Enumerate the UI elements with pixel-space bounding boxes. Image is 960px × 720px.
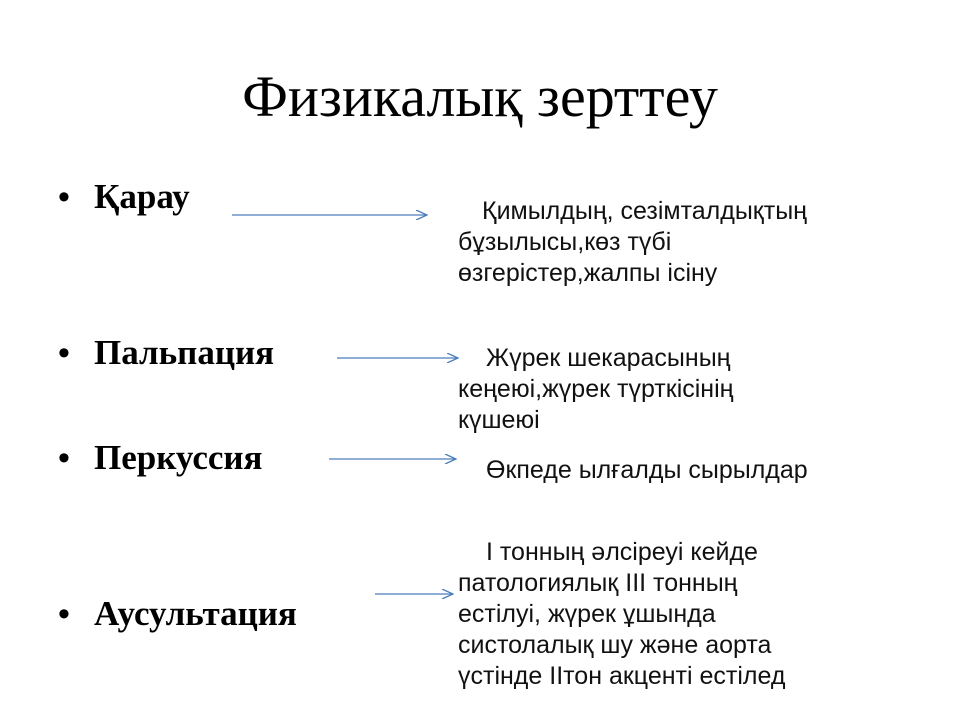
bullet-item-perkussiya: • Перкуссия [58, 437, 263, 479]
bullet-dot-icon: • [58, 178, 70, 216]
bullet-dot-icon: • [58, 595, 70, 633]
description-line: кеңеюі,жүрек түрткісінің [458, 375, 734, 403]
description-line: Өкпеде ылғалды сырылдар [486, 456, 808, 484]
bullet-term: Перкуссия [94, 438, 263, 477]
description-line: I тонның әлсіреуі кейде [486, 538, 758, 566]
description-line: патологиялық III тонның [458, 569, 738, 597]
description-line: бұзылысы,көз түбі [458, 228, 672, 256]
description-line: систолалық шу және аорта [458, 631, 772, 659]
description-line: өзгерістер,жалпы ісіну [458, 259, 718, 287]
bullet-term: Аусультация [94, 594, 297, 633]
description-line: күшеюі [458, 406, 540, 434]
description-palpatsiya: Жүрек шекарасының кеңеюі,жүрек түрткісін… [458, 343, 733, 436]
bullet-item-palpatsiya: • Пальпация [58, 332, 274, 374]
bullet-term: Пальпация [94, 333, 275, 372]
bullet-dot-icon: • [58, 439, 70, 477]
description-karau: Қимылдың, сезімталдықтың бұзылысы,көз тү… [458, 196, 807, 289]
description-ausultatsiya: I тонның әлсіреуі кейде патологиялық III… [458, 537, 785, 692]
description-line: естілуі, жүрек ұшында [458, 600, 716, 628]
description-line: үстінде IIтон акценті естілед [458, 662, 786, 690]
description-perkussiya: Өкпеде ылғалды сырылдар [458, 455, 808, 486]
bullet-dot-icon: • [58, 334, 70, 372]
description-line: Қимылдың, сезімталдықтың [482, 197, 807, 225]
bullet-term: Қарау [94, 177, 190, 216]
slide-title: Физикалық зерттеу [242, 64, 718, 129]
bullet-item-ausultatsiya: • Аусультация [58, 593, 297, 635]
bullet-item-karau: • Қарау [58, 176, 190, 218]
description-line: Жүрек шекарасының [486, 344, 731, 372]
